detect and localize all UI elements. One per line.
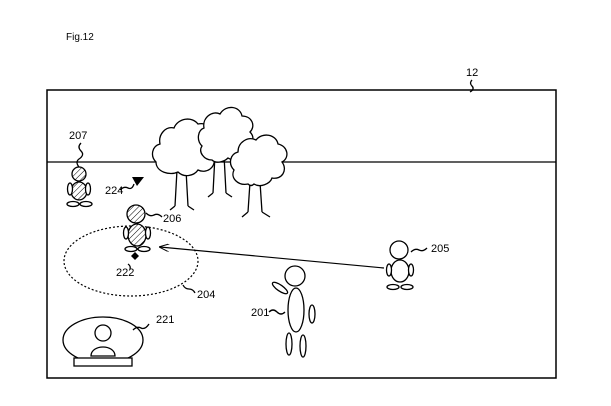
player-207 xyxy=(66,166,93,208)
frame-label: 12 xyxy=(466,67,478,79)
label-207: 207 xyxy=(69,130,87,142)
leader-224 xyxy=(119,183,135,191)
leader-204 xyxy=(182,284,196,294)
label-201: 201 xyxy=(251,307,269,319)
label-204: 204 xyxy=(197,289,215,301)
pointer-marker xyxy=(132,177,144,186)
figure-title: Fig.12 xyxy=(66,32,94,43)
label-224: 224 xyxy=(105,185,123,197)
marker-222 xyxy=(131,252,139,260)
user-201 xyxy=(271,265,316,358)
frame-leader xyxy=(469,79,474,93)
leader-201 xyxy=(268,309,286,315)
leader-207 xyxy=(76,142,84,168)
leader-221 xyxy=(132,323,150,331)
tree-group xyxy=(151,106,288,218)
label-205: 205 xyxy=(431,243,449,255)
movement-arrow xyxy=(160,247,385,269)
scene-frame xyxy=(46,89,557,379)
label-222: 222 xyxy=(116,267,134,279)
leader-222 xyxy=(127,263,131,270)
label-221: 221 xyxy=(156,314,174,326)
player-205 xyxy=(385,240,415,291)
avatar-221 xyxy=(62,316,144,367)
leader-205 xyxy=(410,247,428,253)
tree-3 xyxy=(229,134,288,218)
player-206 xyxy=(122,204,152,253)
label-206: 206 xyxy=(163,213,181,225)
leader-206 xyxy=(145,212,163,218)
